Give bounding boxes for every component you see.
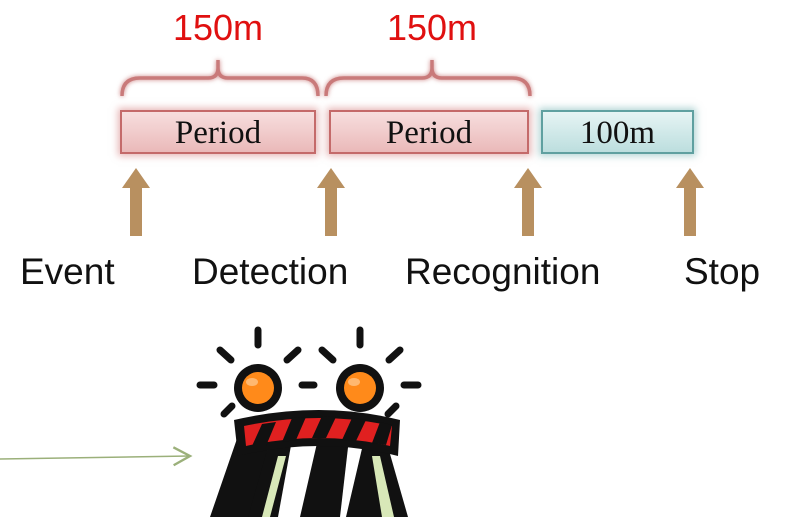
stage-label-stop: Stop [684, 251, 761, 292]
stage-label-detection: Detection [192, 251, 349, 292]
up-arrow-recognition [514, 168, 542, 236]
distance-box-stop: 100m [541, 110, 694, 154]
bracket-second-period [324, 60, 532, 97]
distance-label-second: 150m [386, 7, 478, 48]
up-arrow-detection [317, 168, 345, 236]
bracket-first-period [120, 60, 320, 97]
period-box-first: Period [120, 110, 316, 154]
pointer-arrow [0, 446, 193, 467]
up-arrow-stop [676, 168, 704, 236]
stage-label-event: Event [20, 251, 115, 292]
barricade-icon [196, 326, 422, 517]
period-box-second: Period [329, 110, 529, 154]
distance-label-first: 150m [172, 7, 264, 48]
stage-label-recognition: Recognition [405, 251, 601, 292]
up-arrow-event [122, 168, 150, 236]
